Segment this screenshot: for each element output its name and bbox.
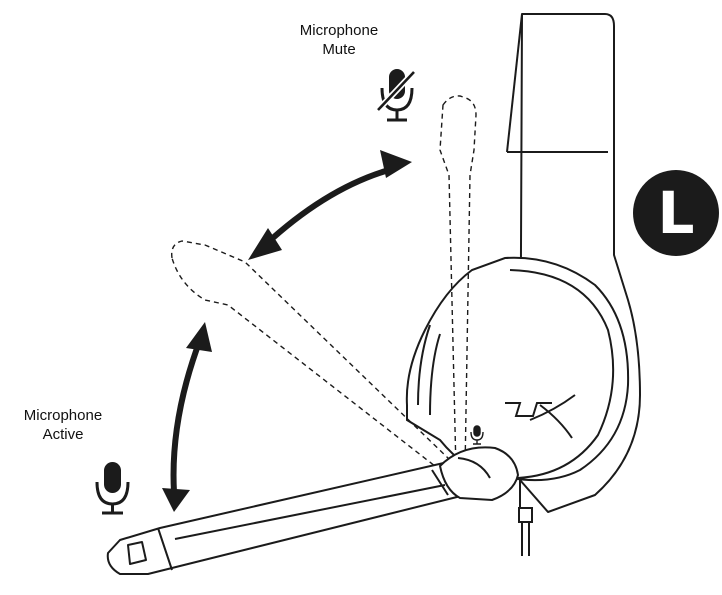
rotation-arrow-upper bbox=[248, 150, 412, 260]
microphone-active-label: Microphone Active bbox=[4, 406, 122, 444]
mic-boom-active bbox=[106, 461, 466, 575]
left-side-badge: L bbox=[633, 170, 719, 256]
microphone-icon bbox=[95, 462, 130, 515]
rotation-arrow-lower bbox=[162, 322, 212, 512]
mute-label-line1: Microphone bbox=[299, 22, 379, 39]
active-label-line1: Microphone bbox=[23, 407, 103, 424]
hinge-mic-icon bbox=[470, 425, 484, 445]
cable bbox=[518, 507, 533, 556]
mic-position-mid-outline bbox=[171, 240, 451, 471]
mute-label-line2: Mute bbox=[322, 41, 356, 58]
mic-hinge bbox=[438, 446, 520, 502]
microphone-muted-icon bbox=[375, 69, 417, 122]
microphone-mute-label: Microphone Mute bbox=[278, 21, 400, 59]
mic-position-mute-outline bbox=[439, 95, 477, 471]
active-label-line2: Active bbox=[42, 426, 84, 443]
hyperx-logo bbox=[505, 394, 576, 439]
